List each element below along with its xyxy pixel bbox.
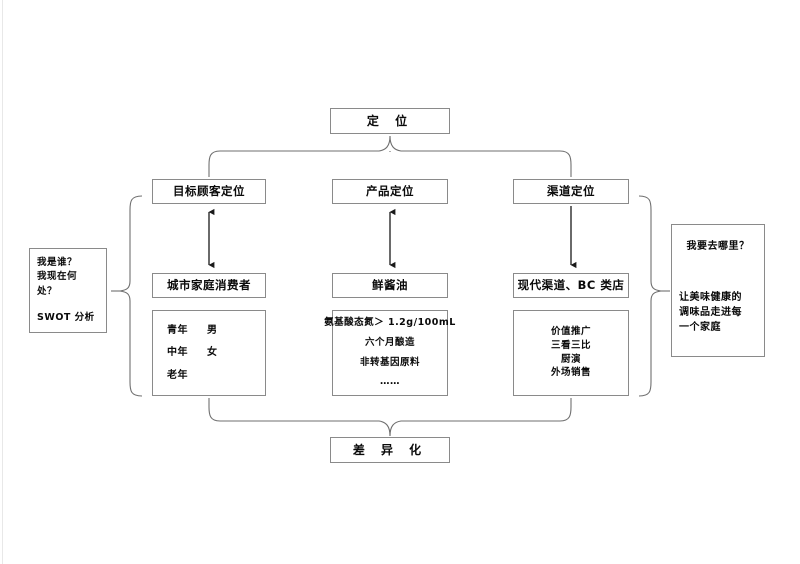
page-edge-line xyxy=(2,0,3,564)
detail-gender: 男 xyxy=(207,324,218,336)
situation-question: 我是谁？ 我现在何 处？ xyxy=(37,257,78,297)
detail-list: 价值推广 三看三比 厨演 外场销售 xyxy=(514,326,628,380)
column-sub-label: 现代渠道、BC 类店 xyxy=(517,278,625,293)
vision-question: 我要去哪里？ xyxy=(686,241,750,252)
column-sub-label: 城市家庭消费者 xyxy=(167,278,251,293)
situation-method: SWOT 分析 xyxy=(37,311,95,323)
left-brace xyxy=(111,195,143,397)
column-sub-channel[interactable]: 现代渠道、BC 类店 xyxy=(513,273,629,298)
detail-age: 青年 xyxy=(167,324,188,336)
detail-row: …… xyxy=(380,376,400,388)
column-sub-label: 鲜酱油 xyxy=(372,278,408,293)
column-head-channel[interactable]: 渠道定位 xyxy=(513,179,629,204)
detail-list: 氨基酸态氮＞ 1.2g/100mL 六个月酿造 非转基因原料 …… xyxy=(324,317,455,389)
right-brace xyxy=(638,195,670,397)
detail-list: 青年 男 中年 女 老年 xyxy=(153,324,265,383)
column-sub-product[interactable]: 鲜酱油 xyxy=(332,273,448,298)
column-head-label: 产品定位 xyxy=(366,184,414,199)
situation-analysis-box[interactable]: 我是谁？ 我现在何 处？ SWOT 分析 xyxy=(29,248,107,333)
detail-row: 价值推广 xyxy=(550,325,591,337)
detail-row: 外场销售 xyxy=(550,367,591,379)
column-detail-target-customer[interactable]: 青年 男 中年 女 老年 xyxy=(152,310,266,396)
detail-row: 非转基因原料 xyxy=(359,356,420,368)
detail-row: 老年 xyxy=(167,369,251,383)
column-detail-channel[interactable]: 价值推广 三看三比 厨演 外场销售 xyxy=(513,310,629,396)
differentiation-box[interactable]: 差 异 化 xyxy=(330,437,450,463)
detail-row: 青年 男 xyxy=(167,324,251,338)
positioning-title-box[interactable]: 定 位 xyxy=(330,108,450,134)
detail-row: 三看三比 xyxy=(550,339,591,351)
column-detail-product[interactable]: 氨基酸态氮＞ 1.2g/100mL 六个月酿造 非转基因原料 …… xyxy=(324,310,455,396)
detail-gender: 女 xyxy=(207,347,218,359)
detail-age: 老年 xyxy=(167,369,188,381)
detail-row: 六个月酿造 xyxy=(364,336,415,348)
column-head-label: 渠道定位 xyxy=(547,184,595,199)
column-head-product[interactable]: 产品定位 xyxy=(332,179,448,204)
vision-answer: 让美味健康的 调味品走进每 一个家庭 xyxy=(679,292,742,333)
column-head-label: 目标顾客定位 xyxy=(173,184,245,199)
top-brace xyxy=(208,135,572,177)
bottom-brace xyxy=(208,398,572,437)
differentiation-label: 差 异 化 xyxy=(352,442,428,457)
detail-row: 厨演 xyxy=(560,353,581,365)
detail-row: 中年 女 xyxy=(167,346,251,360)
positioning-title-label: 定 位 xyxy=(366,113,414,128)
vision-box[interactable]: 我要去哪里？ 让美味健康的 调味品走进每 一个家庭 xyxy=(671,224,765,357)
detail-age: 中年 xyxy=(167,347,188,359)
detail-row: 氨基酸态氮＞ 1.2g/100mL xyxy=(324,316,456,328)
column-sub-target-customer[interactable]: 城市家庭消费者 xyxy=(152,273,266,298)
column-head-target-customer[interactable]: 目标顾客定位 xyxy=(152,179,266,204)
